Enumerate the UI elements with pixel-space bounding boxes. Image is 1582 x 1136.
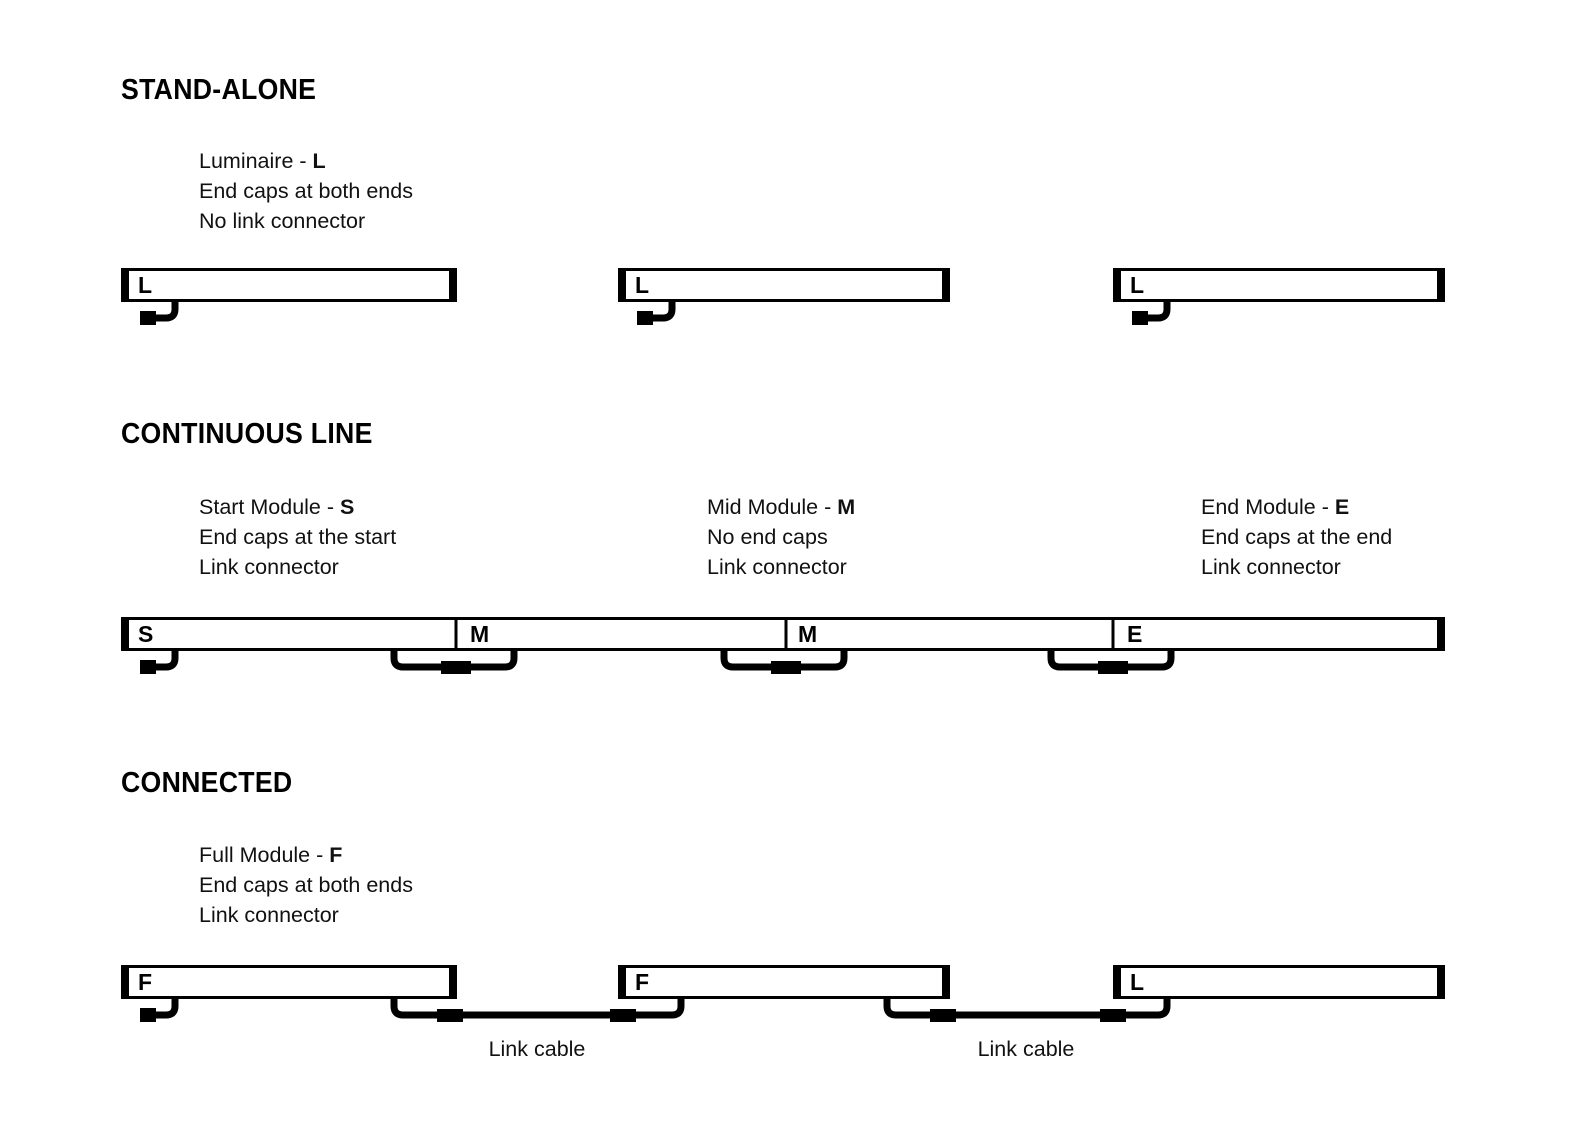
description-title-code: E (1334, 495, 1350, 519)
link-cable-caption-1: Link cable (488, 1037, 586, 1061)
bar-label: L (1130, 272, 1144, 298)
description-line-3: Link connector (707, 555, 847, 579)
link-cable-caption-2: Link cable (977, 1037, 1075, 1061)
description-full-module: Full Module - F End caps at both ends Li… (199, 840, 413, 930)
bar-label: F (635, 969, 649, 995)
section-heading-connected: CONNECTED (121, 767, 293, 799)
luminaire-bar-connected-3: L (1113, 965, 1445, 999)
description-line-2: No end caps (707, 525, 828, 549)
description-title: Mid Module - M (707, 492, 855, 522)
link-cable-1 (390, 997, 685, 1022)
section-heading-continuous-line: CONTINUOUS LINE (121, 418, 373, 450)
description-title-code: S (340, 495, 355, 519)
bar-label: L (635, 272, 649, 298)
description-start-module: Start Module - S End caps at the start L… (199, 492, 396, 582)
luminaire-bar-standalone-2: L (618, 268, 950, 325)
bar-label: E (1127, 621, 1142, 647)
bar-label: M (470, 621, 489, 647)
bar-label: M (798, 621, 817, 647)
description-title-prefix: Full Module - (199, 843, 330, 867)
description-title-prefix: End Module - (1201, 495, 1335, 519)
section-heading-stand-alone: STAND-ALONE (121, 74, 317, 106)
description-end-module: End Module - E End caps at the end Link … (1201, 492, 1392, 582)
bar-label: L (138, 272, 152, 298)
description-title-code: L (312, 149, 326, 173)
description-title: Luminaire - L (199, 146, 413, 176)
description-title-prefix: Luminaire - (199, 149, 313, 173)
bar-label: L (1130, 969, 1144, 995)
description-title-code: F (329, 843, 343, 867)
description-line-3: No link connector (199, 209, 366, 233)
description-title: Start Module - S (199, 492, 396, 522)
link-connector (390, 649, 518, 674)
description-line-2: End caps at the end (1201, 525, 1393, 549)
description-title: End Module - E (1201, 492, 1392, 522)
description-line-2: End caps at both ends (199, 179, 413, 203)
link-connector (720, 649, 848, 674)
link-connector (1047, 649, 1175, 674)
description-line-2: End caps at both ends (199, 873, 413, 897)
description-line-2: End caps at the start (199, 525, 397, 549)
luminaire-bar-standalone-3: L (1113, 268, 1445, 325)
luminaire-bar-connected-2: F (618, 965, 950, 999)
bar-label: S (138, 621, 153, 647)
luminaire-bar-connected-1: F (121, 965, 457, 1022)
description-title-code: M (837, 495, 856, 519)
link-cable-2 (883, 997, 1171, 1022)
bar-label: F (138, 969, 152, 995)
description-line-3: Link connector (199, 903, 339, 927)
description-title: Full Module - F (199, 840, 413, 870)
description-line-3: Link connector (199, 555, 339, 579)
description-title-prefix: Start Module - (199, 495, 340, 519)
luminaire-bar-standalone-1: L (121, 268, 457, 325)
description-mid-module: Mid Module - M No end caps Link connecto… (707, 492, 855, 582)
description-line-3: Link connector (1201, 555, 1341, 579)
description-luminaire: Luminaire - L End caps at both ends No l… (199, 146, 413, 236)
continuous-line-assembly: S M M E (121, 617, 1445, 674)
description-title-prefix: Mid Module - (707, 495, 838, 519)
